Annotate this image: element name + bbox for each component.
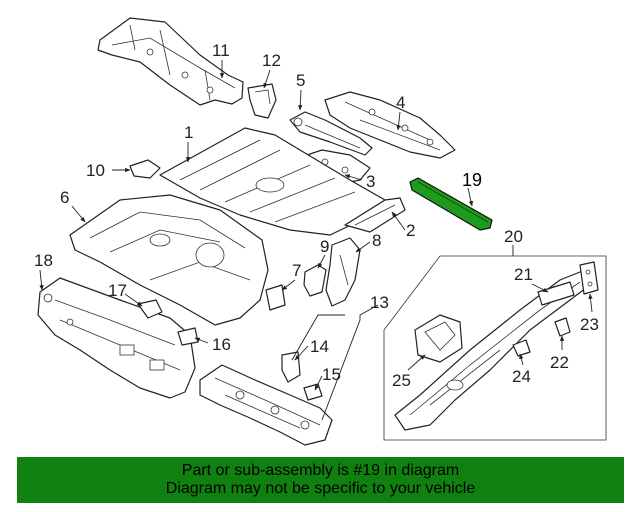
part-4-rail-panel[interactable] [324, 91, 456, 159]
part-23-plate[interactable] [579, 261, 599, 295]
callout-9[interactable]: 9 [320, 237, 329, 256]
part-2-side-rail[interactable] [344, 197, 406, 233]
callout-23[interactable]: 23 [580, 315, 599, 334]
part-11-crossmember[interactable] [97, 17, 244, 106]
part-17-clip[interactable] [137, 299, 163, 319]
part-15-clip[interactable] [303, 383, 323, 401]
callout-21[interactable]: 21 [514, 265, 533, 284]
part-6-rear-floor[interactable] [69, 194, 269, 326]
callout-5[interactable]: 5 [296, 71, 305, 90]
part-16-gusset[interactable] [177, 327, 199, 346]
callout-labels: 11 12 5 4 1 10 3 6 2 19 8 9 7 20 18 21 1… [34, 41, 599, 390]
part-20-side-member[interactable] [394, 269, 591, 431]
callout-20[interactable]: 20 [504, 227, 523, 246]
callout-2[interactable]: 2 [406, 221, 415, 240]
part-10-patch[interactable] [129, 159, 161, 179]
callout-1[interactable]: 1 [184, 123, 193, 142]
banner-line-1: Part or sub-assembly is #19 in diagram [181, 462, 460, 479]
part-19-highlighted[interactable] [409, 177, 493, 231]
callout-24[interactable]: 24 [512, 367, 531, 386]
callout-10[interactable]: 10 [86, 161, 105, 180]
callout-3[interactable]: 3 [366, 172, 375, 191]
leader-lines [39, 60, 593, 421]
part-12-bracket[interactable] [247, 83, 277, 119]
callout-4[interactable]: 4 [396, 93, 405, 112]
part-info-banner: Part or sub-assembly is #19 in diagram D… [17, 457, 624, 503]
callout-8[interactable]: 8 [372, 231, 381, 250]
part-9-bracket[interactable] [303, 264, 327, 297]
callout-16[interactable]: 16 [212, 335, 231, 354]
part-7-plate[interactable] [265, 284, 286, 311]
banner-line-2: Diagram may not be specific to your vehi… [165, 480, 476, 497]
part-21-bracket[interactable] [537, 281, 575, 306]
callout-25[interactable]: 25 [392, 371, 411, 390]
callout-7[interactable]: 7 [292, 261, 301, 280]
parts-diagram: 11 12 5 4 1 10 3 6 2 19 8 9 7 20 18 21 1… [34, 17, 607, 446]
part-5-brace[interactable] [289, 111, 373, 156]
callout-19[interactable]: 19 [462, 170, 482, 190]
callout-6[interactable]: 6 [60, 188, 69, 207]
callout-17[interactable]: 17 [108, 281, 127, 300]
part-25-cup[interactable] [414, 314, 463, 363]
part-13-crossmember[interactable] [199, 364, 333, 446]
callout-12[interactable]: 12 [262, 51, 281, 70]
callout-18[interactable]: 18 [34, 251, 53, 270]
part-24-clip[interactable] [512, 339, 531, 357]
part-8-extension[interactable] [325, 237, 361, 307]
callout-15[interactable]: 15 [322, 365, 341, 384]
part-22-clip[interactable] [554, 317, 571, 337]
callout-22[interactable]: 22 [550, 353, 569, 372]
callout-11[interactable]: 11 [212, 41, 230, 60]
callout-13[interactable]: 13 [370, 293, 389, 312]
subassembly-box-20 [383, 255, 607, 441]
part-18-rear-panel[interactable] [37, 277, 196, 399]
callout-14[interactable]: 14 [310, 337, 329, 356]
part-14-bracket[interactable] [281, 351, 301, 383]
